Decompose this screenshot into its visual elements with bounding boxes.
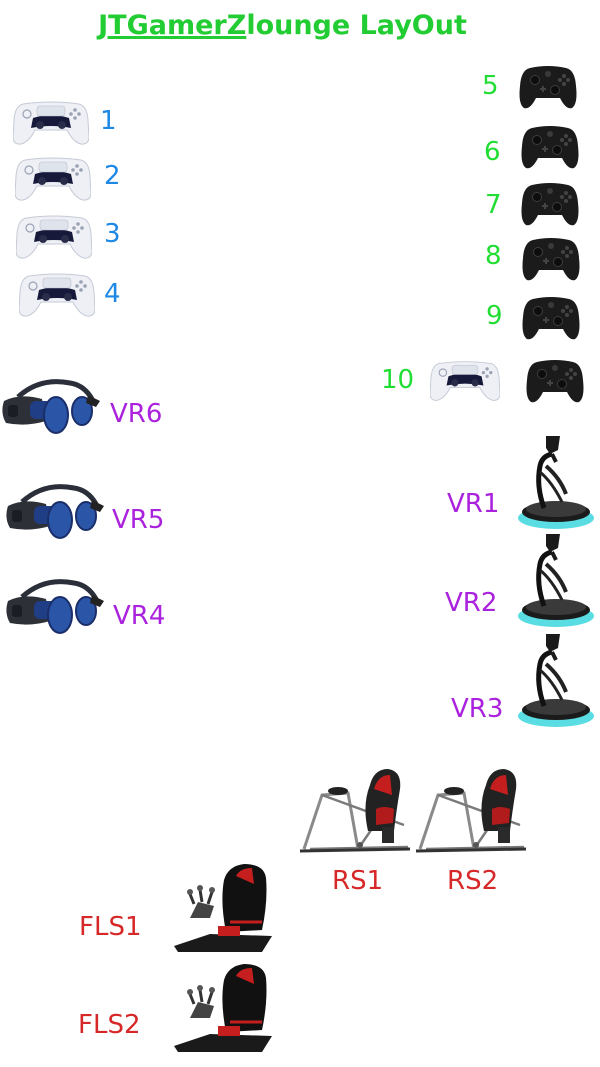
flight-sim-label: FLS2 [78,1010,141,1040]
racing-sim-icon [414,765,528,855]
ps-station-label: 3 [104,219,121,249]
ps5-controller-icon [13,98,89,146]
vr-treadmill-label: VR2 [445,588,498,618]
racing-sim-label: RS1 [332,866,384,896]
xbox-controller-icon [521,295,581,341]
vr-treadmill-label: VR1 [447,489,500,519]
xbox-controller-icon [525,358,585,404]
racing-sim-label: RS2 [447,866,499,896]
xbox-controller-icon [518,64,578,110]
xbox-station-label: 9 [486,301,503,331]
vr-headset-label: VR5 [112,505,165,535]
flight-sim-icon [170,962,276,1052]
xbox-controller-icon [520,181,580,227]
page-title: JTGamerZlounge LayOut [0,10,565,41]
vr-headset-icon [4,480,108,546]
ps5-controller-icon [430,356,500,404]
ps5-controller-icon [15,154,91,202]
vr-headset-label: VR4 [113,601,166,631]
ps-station-label: 10 [381,365,415,395]
ps-station-label: 2 [104,161,121,191]
xbox-station-label: 8 [485,241,502,271]
vr-treadmill-label: VR3 [451,694,504,724]
vr-headset-icon [0,375,104,441]
xbox-station-label: 7 [485,190,502,220]
vr-headset-label: VR6 [110,399,163,429]
racing-sim-icon [298,765,412,855]
xbox-station-label: 5 [482,71,499,101]
title-underlined: JTGamerZ [98,10,247,41]
title-rest: lounge LayOut [246,10,467,41]
flight-sim-icon [170,862,276,952]
ps-station-label: 4 [104,279,121,309]
vr-treadmill-icon [516,630,596,730]
vr-treadmill-icon [516,530,596,630]
xbox-controller-icon [521,236,581,282]
vr-headset-icon [4,575,108,641]
ps5-controller-icon [16,212,92,260]
xbox-controller-icon [520,124,580,170]
xbox-station-label: 6 [484,137,501,167]
ps-station-label: 1 [100,106,117,136]
vr-treadmill-icon [516,432,596,532]
ps5-controller-icon [19,270,95,318]
flight-sim-label: FLS1 [79,912,142,942]
